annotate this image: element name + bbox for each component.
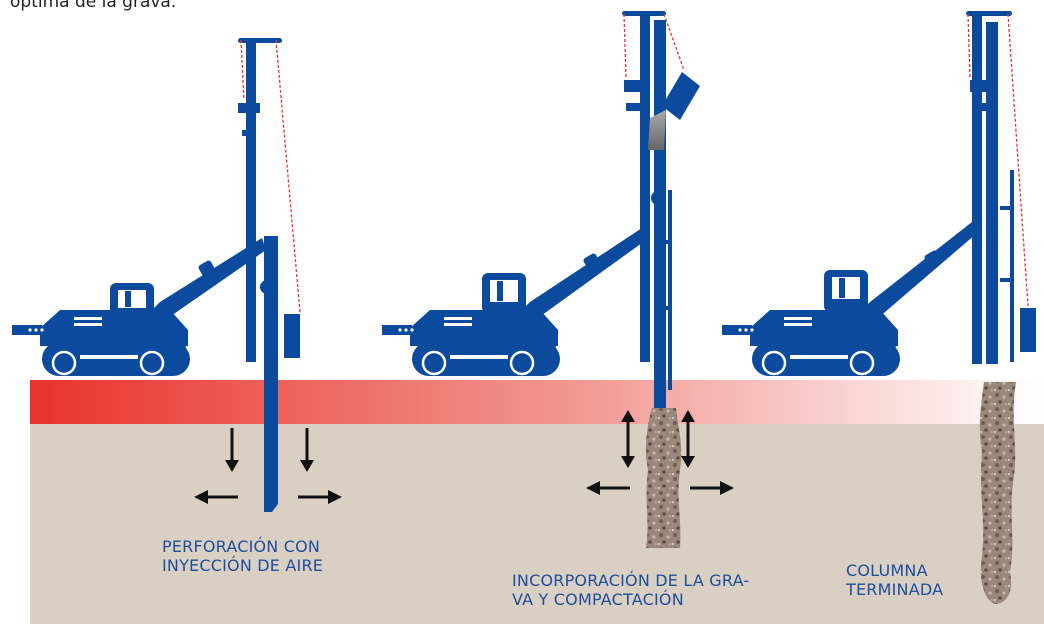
surface-layer [30, 380, 1044, 424]
step-2-caption-line2: VA Y COMPACTACIÓN [512, 590, 684, 609]
step-3-caption-line2: TERMINADA [846, 580, 944, 599]
step-1-caption-line1: PERFORACIÓN CON [162, 537, 321, 556]
arrow-icon [681, 410, 695, 468]
vibroflot-probe-icon [966, 11, 1036, 364]
intro-text-fragment: óptima de la grava. [10, 0, 177, 12]
arrow-icon [690, 481, 734, 495]
arrow-icon [621, 410, 635, 468]
motion-arrows [194, 410, 734, 504]
gravel-column-icon [645, 408, 682, 548]
gravel-column-icon [979, 382, 1016, 604]
crawler-rig-icon [722, 222, 976, 376]
step-2-caption: INCORPORACIÓN DE LA GRA- VA Y COMPACTACI… [512, 571, 749, 609]
crawler-rig-icon [382, 228, 646, 376]
step-2-caption-line1: INCORPORACIÓN DE LA GRA- [512, 571, 750, 590]
arrow-icon [586, 481, 630, 495]
arrow-icon [298, 490, 342, 504]
step-1-caption: PERFORACIÓN CON INYECCIÓN DE AIRE [162, 537, 323, 575]
arrow-icon [194, 490, 238, 504]
arrow-icon [225, 428, 239, 472]
step-3-caption: COLUMNA TERMINADA [846, 561, 943, 599]
crawler-rig-icon [12, 38, 300, 512]
step-1-caption-line2: INYECCIÓN DE AIRE [162, 556, 324, 575]
step-3-caption-line1: COLUMNA [846, 561, 928, 580]
arrow-icon [300, 428, 314, 472]
vibroflot-probe-icon [622, 11, 700, 408]
ground-soil [30, 423, 1044, 624]
